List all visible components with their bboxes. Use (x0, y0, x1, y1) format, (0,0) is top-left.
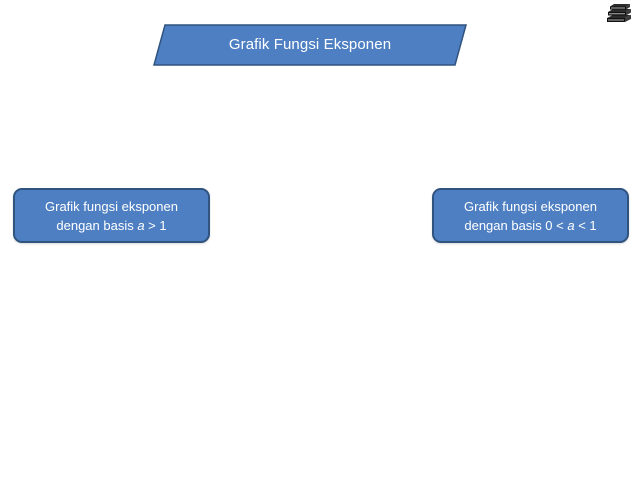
node-right-line2-suffix: < 1 (574, 217, 597, 233)
node-right-line2-prefix: dengan basis 0 < (464, 217, 568, 233)
node-left-line2-prefix: dengan basis (56, 217, 138, 233)
node-left-variable: a (137, 217, 145, 233)
node-right-variable: a (567, 217, 575, 233)
node-right-line2: dengan basis 0 < a < 1 (464, 216, 596, 235)
node-left-line1: Grafik fungsi eksponen (45, 198, 178, 214)
node-left-line2: dengan basis a > 1 (56, 216, 166, 235)
node-left-line2-suffix: > 1 (144, 217, 167, 233)
diagram-title: Grafik Fungsi Eksponen (228, 36, 392, 53)
node-base-between-zero-and-one: Grafik fungsi eksponen dengan basis 0 < … (432, 188, 629, 243)
title-parallelogram (153, 24, 467, 66)
stacked-books-icon (605, 3, 633, 25)
node-right-line1: Grafik fungsi eksponen (464, 198, 597, 214)
node-base-greater-than-one: Grafik fungsi eksponen dengan basis a > … (13, 188, 210, 243)
title-banner: Grafik Fungsi Eksponen (153, 24, 467, 66)
